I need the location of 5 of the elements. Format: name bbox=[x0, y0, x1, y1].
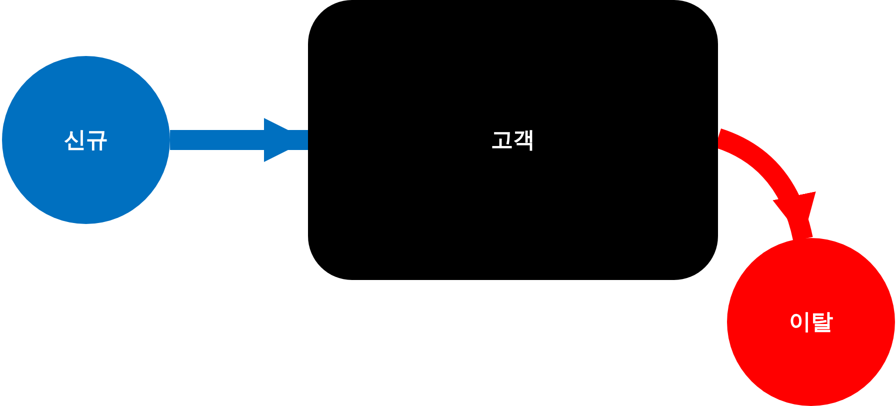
arrow bbox=[170, 118, 308, 162]
rounded-box bbox=[308, 0, 718, 280]
node-label: 고객 bbox=[491, 127, 535, 155]
node-label: 이탈 bbox=[789, 309, 833, 337]
node-label: 신규 bbox=[64, 127, 108, 155]
